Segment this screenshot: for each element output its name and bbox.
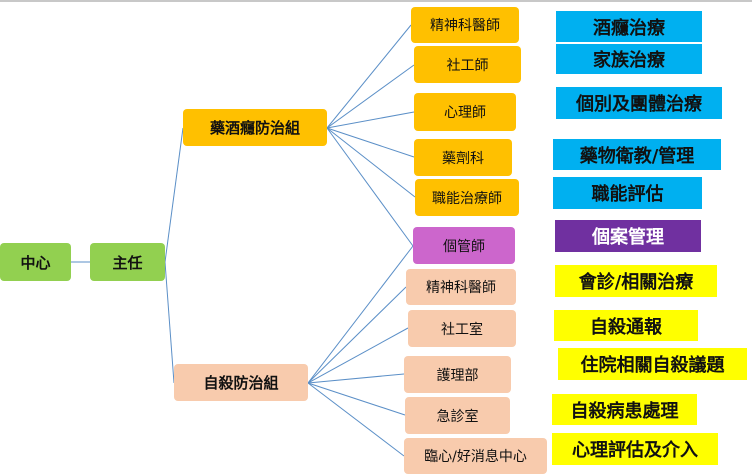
link-addiction-m3: [326, 111, 415, 129]
suicide-member-node: 精神科醫師: [406, 269, 516, 305]
suicide-group-node: 自殺防治組: [174, 364, 308, 401]
suicide-role-label: 會診/相關治療: [555, 265, 717, 297]
suicide-member-node: 護理部: [404, 356, 511, 393]
link-director-suicide: [164, 261, 175, 384]
addiction-group-node: 藥酒癮防治組: [183, 109, 327, 146]
link-addiction-m6: [326, 127, 414, 247]
link-suicide-m0: [307, 245, 414, 384]
addiction-role-label: 家族治療: [556, 44, 702, 74]
addiction-role-label: 藥物衛教/管理: [553, 139, 721, 170]
top-border: [0, 0, 752, 2]
addiction-role-label: 酒癮治療: [556, 11, 702, 42]
case-management-label: 個案管理: [555, 220, 701, 252]
addiction-member-node: 社工師: [414, 46, 521, 83]
link-addiction-m5: [326, 127, 416, 198]
director-node: 主任: [90, 243, 165, 281]
addiction-member-node: 藥劑科: [414, 139, 512, 176]
link-addiction-m2: [326, 64, 415, 129]
suicide-member-node: 臨心/好消息中心: [404, 438, 547, 474]
suicide-role-label: 自殺病患處理: [552, 394, 697, 425]
link-suicide-m3: [307, 373, 405, 384]
suicide-role-label: 自殺通報: [554, 310, 698, 341]
addiction-member-node: 心理師: [414, 93, 516, 131]
link-suicide-m2: [307, 327, 409, 384]
link-suicide-m4: [307, 382, 406, 416]
link-addiction-m4: [326, 127, 415, 158]
suicide-member-node: 急診室: [405, 397, 510, 434]
link-suicide-m1: [307, 286, 407, 384]
addiction-role-label: 個別及團體治療: [556, 87, 722, 119]
case-manager-node: 個管師: [413, 227, 515, 264]
link-suicide-m5: [307, 382, 405, 457]
link-director-addiction: [164, 127, 184, 263]
addiction-member-node: 精神科醫師: [411, 7, 519, 43]
addiction-member-node: 職能治療師: [415, 179, 519, 216]
addiction-role-label: 職能評估: [553, 177, 702, 209]
suicide-role-label: 住院相關自殺議題: [558, 348, 747, 380]
link-addiction-m1: [326, 24, 412, 129]
suicide-member-node: 社工室: [408, 310, 516, 347]
root-node: 中心: [0, 243, 71, 281]
suicide-role-label: 心理評估及介入: [552, 433, 718, 465]
